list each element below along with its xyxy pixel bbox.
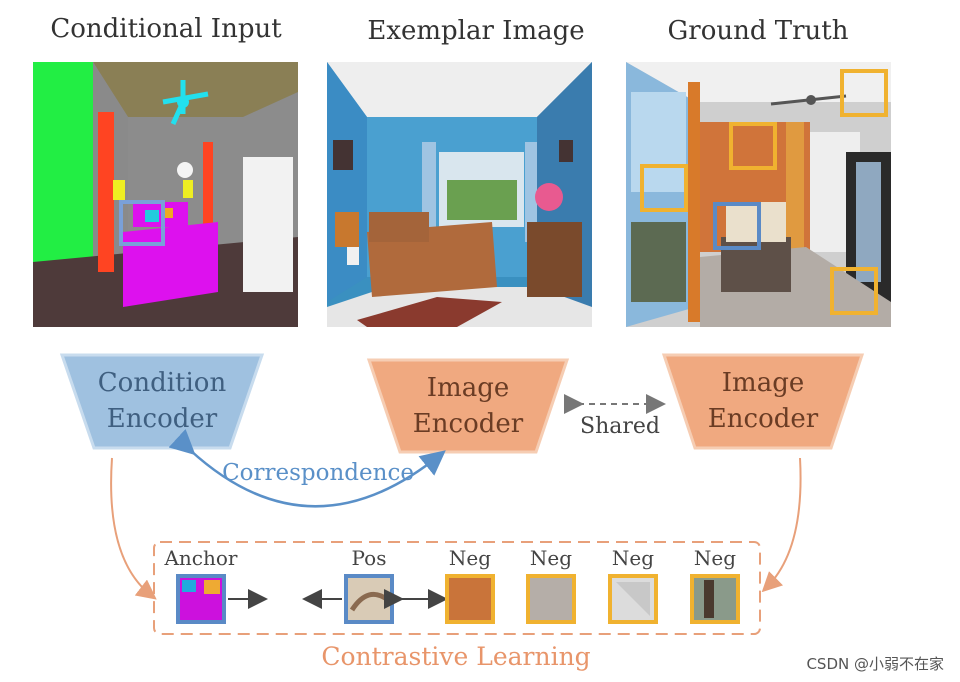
correspondence-label: Correspondence <box>222 460 414 486</box>
neg-patch-3-detail <box>616 582 650 616</box>
neg-label-1: Neg <box>448 546 492 570</box>
pos-patch-box <box>713 202 761 250</box>
condition-encoder-line2: Encoder <box>106 404 218 434</box>
segmentation-map <box>33 62 298 327</box>
neg-patch-4 <box>690 574 740 624</box>
image-encoder-left-line1: Image <box>426 373 510 403</box>
contrastive-box <box>153 541 761 635</box>
neg-label-4: Neg <box>693 546 737 570</box>
contrastive-learning-label: Contrastive Learning <box>296 642 616 671</box>
image-encoder-left: Image Encoder <box>369 370 567 442</box>
ground-truth-image <box>626 62 891 327</box>
neg-patch-box-1 <box>840 69 888 117</box>
condition-encoder-line1: Condition <box>97 368 227 398</box>
ground-truth-bedroom <box>626 62 891 327</box>
title-exemplar-image: Exemplar Image <box>367 16 585 46</box>
neg-label-3: Neg <box>611 546 655 570</box>
conditional-input-image <box>33 62 298 327</box>
neg-patch-box-3 <box>640 164 688 212</box>
image-encoder-right-line2: Encoder <box>707 404 819 434</box>
anchor-patch-detail-2 <box>204 580 220 594</box>
title-ground-truth: Ground Truth <box>667 16 849 46</box>
anchor-patch-detail <box>182 580 196 592</box>
neg-patch-4-detail <box>704 580 714 618</box>
neg-patch-2 <box>526 574 576 624</box>
condition-encoder: Condition Encoder <box>62 365 262 437</box>
image-encoder-shape-right <box>661 353 865 450</box>
image-encoder-right: Image Encoder <box>664 365 862 437</box>
groundtruth-to-contrastive-arrow <box>761 457 802 593</box>
shared-label: Shared <box>580 414 660 439</box>
pos-patch <box>344 574 394 624</box>
pos-label: Pos <box>351 546 387 570</box>
anchor-label: Anchor <box>164 546 238 570</box>
title-conditional-input: Conditional Input <box>50 14 282 44</box>
csdn-watermark: CSDN @小弱不在家 <box>806 655 944 673</box>
condition-to-contrastive-arrow <box>110 457 157 600</box>
exemplar-image <box>327 62 592 327</box>
image-encoder-right-line1: Image <box>721 368 805 398</box>
image-encoder-left-line2: Encoder <box>412 409 524 439</box>
exemplar-bedroom <box>327 62 592 327</box>
neg-patch-box-2 <box>729 122 777 170</box>
neg-label-2: Neg <box>529 546 573 570</box>
neg-patch-box-4 <box>830 267 878 315</box>
correspondence-arc <box>168 428 446 508</box>
neg-patch-1 <box>445 574 495 624</box>
